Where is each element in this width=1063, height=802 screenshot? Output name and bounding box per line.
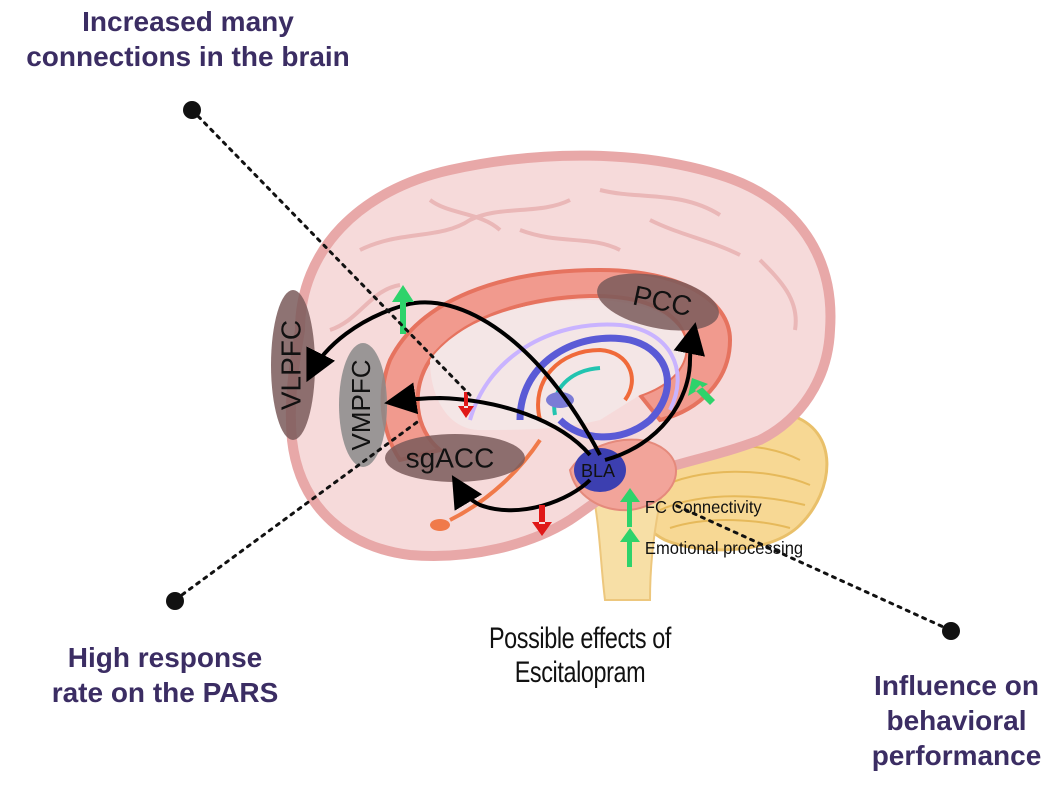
leader-dot-left xyxy=(166,592,184,610)
leader-top xyxy=(190,108,472,397)
callout-left-text: High response rate on the PARS xyxy=(51,642,279,708)
region-vlpfc-label: VLPFC xyxy=(275,320,306,410)
leader-dot-top xyxy=(183,101,201,119)
region-bla-label: BLA xyxy=(581,461,615,481)
region-sgacc-label: sgACC xyxy=(406,442,495,473)
increase-arrow-icon xyxy=(392,285,414,334)
callout-right-text: Influence on behavioral performance xyxy=(871,670,1042,771)
callout-leaders xyxy=(173,108,952,632)
leader-dot-right xyxy=(942,622,960,640)
decrease-arrow-icon xyxy=(532,505,552,536)
decrease-arrows xyxy=(458,392,552,536)
increase-arrow-icon xyxy=(620,528,640,567)
legend-emotional-processing: Emotional processing xyxy=(645,537,803,558)
region-vmpfc: VMPFC xyxy=(339,343,387,467)
arrow-bla-to-pcc xyxy=(604,322,705,462)
arrow-bla-to-sgacc xyxy=(451,475,592,513)
region-vmpfc-label: VMPFC xyxy=(346,360,376,451)
increase-arrows xyxy=(392,285,715,567)
limbic-tracts xyxy=(430,322,680,531)
legend-fc-connectivity: FC Connectivity xyxy=(645,496,762,517)
decrease-arrow-icon xyxy=(458,392,474,418)
region-pcc: PCC xyxy=(597,273,719,331)
leader-left xyxy=(173,418,422,602)
leader-right xyxy=(673,503,952,632)
increase-arrow-icon xyxy=(620,488,640,527)
callout-top-text: Increased many connections in the brain xyxy=(26,6,350,72)
region-vlpfc: VLPFC xyxy=(271,290,315,440)
region-sgacc: sgACC xyxy=(385,434,525,482)
arrow-bla-to-vlpfc xyxy=(306,300,602,456)
increase-arrow-icon xyxy=(688,378,715,405)
figure-caption: Possible effects of Escitalopram xyxy=(488,622,672,689)
